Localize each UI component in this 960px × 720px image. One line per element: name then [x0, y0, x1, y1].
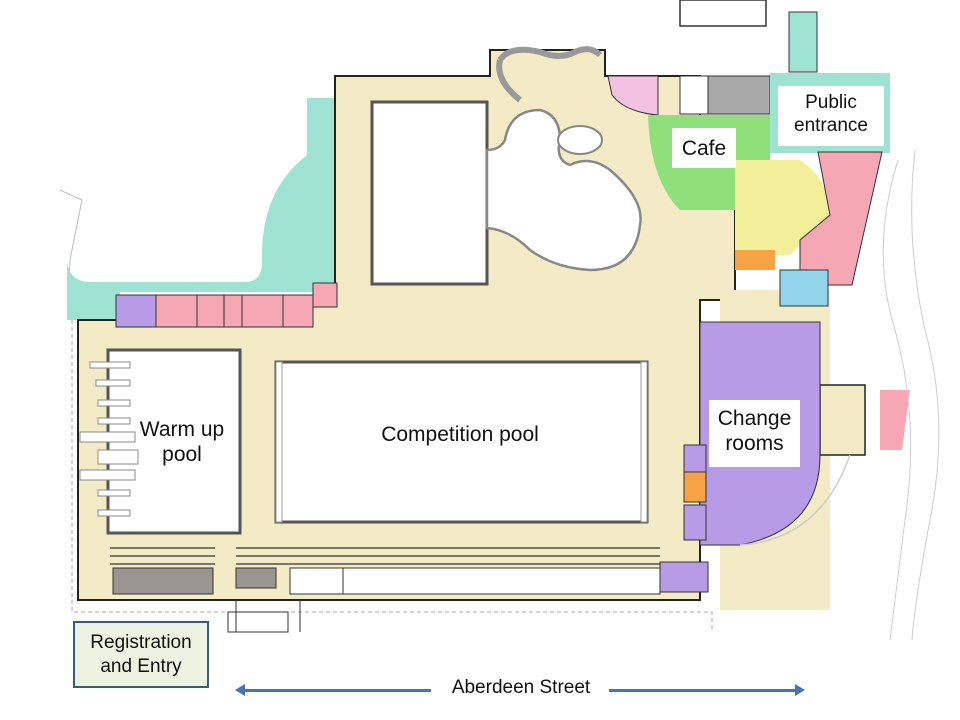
registration-line1: Registration [90, 631, 192, 653]
north-offices [154, 294, 314, 328]
plant-south [112, 567, 214, 595]
cafe-label-box [672, 128, 736, 168]
first-aid-room [683, 471, 707, 503]
registration-entry-label: Registration and Entry [73, 621, 209, 688]
cafe-label: Cafe [681, 137, 727, 160]
public-entrance-line2: entrance [794, 114, 868, 136]
public-entrance-label-box [778, 86, 884, 146]
change-rooms-label: Change rooms [709, 406, 800, 456]
change-rooms-label-box [709, 400, 800, 467]
public-entrance-label: Public entrance [778, 92, 884, 138]
competition-pool [274, 360, 649, 524]
arrow-left-icon [235, 684, 245, 696]
arrow-right-icon [795, 684, 805, 696]
warm-up-line2: pool [162, 443, 202, 467]
warm-up-line1: Warm up [139, 418, 225, 441]
leisure-pool-rect [370, 100, 489, 286]
change-rooms-line1: Change [717, 407, 792, 430]
public-entrance-line1: Public [805, 92, 857, 113]
competition-pool-label: Competition pool [381, 423, 539, 446]
landscape-strip-top [788, 11, 818, 73]
plant-room [707, 75, 771, 115]
reception-area [735, 160, 830, 255]
outdoor-kiosk [880, 390, 910, 450]
street-label: Aberdeen Street [451, 677, 591, 698]
registration-line2: and Entry [100, 655, 182, 677]
outbuilding [679, 0, 767, 27]
warm-up-pool-label: Warm up pool [118, 417, 246, 467]
kiosk [607, 75, 659, 116]
street-line-left [243, 689, 431, 692]
leisure-pool-freeform [485, 108, 642, 272]
landscape-west [67, 98, 335, 320]
street-line-right [609, 689, 797, 692]
north-toilets [115, 294, 157, 328]
aberdeen-street-indicator: Aberdeen Street [235, 677, 805, 703]
change-rooms-line2: rooms [725, 432, 784, 456]
